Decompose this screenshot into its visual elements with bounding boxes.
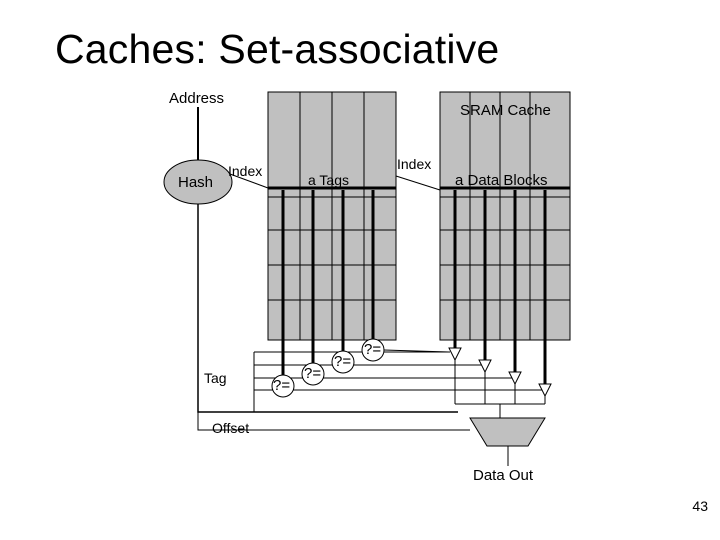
comparator-circle bbox=[271, 374, 295, 398]
a-data-blocks-label: a Data Blocks bbox=[455, 172, 548, 189]
slide-title: Caches: Set-associative bbox=[55, 26, 500, 72]
array-rows bbox=[268, 196, 570, 301]
output-mux bbox=[469, 417, 546, 447]
offset-line bbox=[197, 412, 470, 431]
index-label-left: Index bbox=[228, 163, 263, 179]
address-label: Address bbox=[169, 90, 225, 107]
data-array bbox=[439, 91, 571, 341]
data-out-label: Data Out bbox=[473, 467, 534, 484]
tag-column bbox=[363, 91, 397, 341]
comparator-circle bbox=[301, 362, 325, 386]
data-outputs bbox=[453, 190, 547, 384]
comparator-circle bbox=[331, 350, 355, 374]
comparators bbox=[271, 338, 385, 398]
tristate-drivers bbox=[448, 347, 552, 398]
sram-cache-label: SRAM Cache bbox=[460, 102, 551, 119]
comparator-label: ?= bbox=[273, 377, 291, 394]
data-column bbox=[529, 91, 571, 341]
page-number: 43 bbox=[692, 498, 708, 514]
tag-array bbox=[267, 91, 397, 341]
comparator-label: ?= bbox=[304, 365, 322, 382]
tag-outputs bbox=[281, 190, 375, 380]
index-label-right: Index bbox=[397, 156, 432, 172]
tag-column bbox=[331, 91, 365, 341]
hash-label: Hash bbox=[178, 174, 214, 191]
tag-bus bbox=[253, 351, 545, 412]
a-tags-label: a Tags bbox=[308, 172, 349, 188]
index-line-left bbox=[229, 173, 269, 189]
tag-column bbox=[299, 91, 333, 341]
enable-lines bbox=[383, 349, 450, 353]
index-line-right bbox=[395, 175, 441, 191]
data-bus bbox=[454, 360, 546, 418]
comparator-label: ?= bbox=[334, 353, 352, 370]
comparator-label: ?= bbox=[364, 341, 382, 358]
offset-label: Offset bbox=[212, 420, 250, 436]
tag-label: Tag bbox=[204, 370, 227, 386]
